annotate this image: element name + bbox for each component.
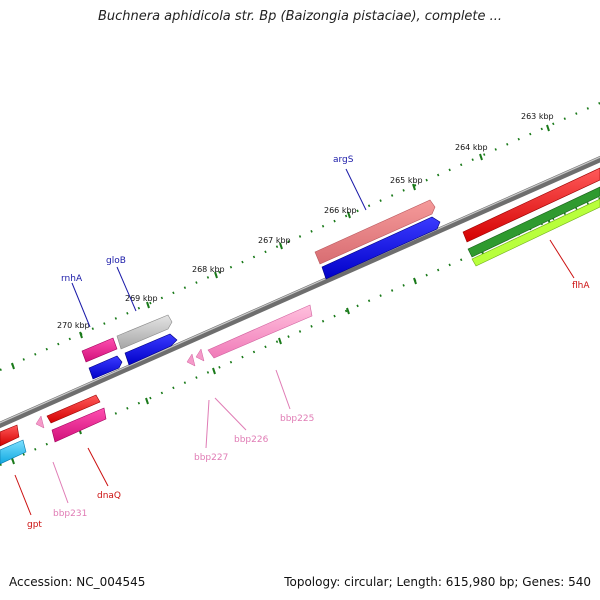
- gene-flhA-arrow[interactable]: [462, 167, 600, 243]
- ruler-label-267: 267 kbp: [258, 236, 291, 245]
- genome-backbone-highlight: [0, 156, 600, 424]
- gene-blue-arrow-2[interactable]: [124, 333, 178, 366]
- gene-blue-arrow-3[interactable]: [88, 355, 123, 380]
- outer-major-ticks: [11, 124, 550, 370]
- gene-bbp226-arrow[interactable]: [195, 348, 205, 362]
- gene-bbp225-arrow[interactable]: [207, 304, 313, 359]
- gene-bbp227-arrow[interactable]: [186, 353, 196, 367]
- gene-gpt-arrow[interactable]: [0, 424, 20, 447]
- genes-label: Genes:: [522, 575, 565, 589]
- topology-label: Topology:: [284, 575, 341, 589]
- ruler-label-265: 265 kbp: [390, 176, 423, 185]
- gene-green-arrow[interactable]: [467, 186, 600, 258]
- outer-ruler: [0, 101, 600, 372]
- map-title: Buchnera aphidicola str. Bp (Baizongia p…: [97, 9, 503, 24]
- label-bbp225[interactable]: bbp225: [280, 414, 314, 424]
- label-flhA[interactable]: flhA: [572, 281, 590, 291]
- gene-cyan-arrow[interactable]: [0, 439, 27, 465]
- inner-ruler: [0, 196, 600, 467]
- ruler-label-263: 263 kbp: [521, 112, 554, 121]
- label-bbp227[interactable]: bbp227: [194, 453, 228, 463]
- label-bbp231[interactable]: bbp231: [53, 509, 87, 519]
- length-label: Length:: [396, 575, 442, 589]
- label-rnhA[interactable]: rnhA: [61, 274, 83, 284]
- gene-argS-arrow[interactable]: [314, 199, 436, 265]
- length-value: 615,980 bp: [445, 575, 515, 589]
- ruler-label-270: 270 kbp: [57, 321, 90, 330]
- gene-dnaQ-arrow[interactable]: [46, 394, 101, 424]
- topology-value: circular: [344, 575, 389, 589]
- label-dnaQ[interactable]: dnaQ: [97, 491, 121, 501]
- ruler-label-264: 264 kbp: [455, 143, 488, 152]
- accession-info: Accession: NC_004545: [9, 575, 145, 589]
- ruler-label-269: 269 kbp: [125, 294, 158, 303]
- gene-small-pink-arrow[interactable]: [35, 415, 45, 429]
- inner-major-ticks: [11, 217, 551, 465]
- ruler-label-268: 268 kbp: [192, 265, 225, 274]
- label-gpt[interactable]: gpt: [27, 520, 42, 530]
- leader-lines: [14, 168, 575, 516]
- accession-label: Accession:: [9, 575, 73, 589]
- ruler-label-266: 266 kbp: [324, 206, 357, 215]
- genes-value: 540: [568, 575, 591, 589]
- gene-lime-arrow[interactable]: [471, 198, 600, 267]
- gene-gloB-arrow[interactable]: [116, 314, 173, 350]
- gene-rnhA-arrow[interactable]: [81, 337, 118, 363]
- label-bbp226[interactable]: bbp226: [234, 435, 269, 445]
- gene-bbp231-arrow[interactable]: [51, 407, 107, 443]
- genome-stats: Topology: circular; Length: 615,980 bp; …: [284, 575, 591, 589]
- gene-blue-arrow-1[interactable]: [321, 216, 441, 280]
- label-argS[interactable]: argS: [333, 155, 354, 165]
- label-gloB[interactable]: gloB: [106, 256, 126, 266]
- genome-backbone: [0, 155, 600, 429]
- accession-value: NC_004545: [76, 575, 146, 589]
